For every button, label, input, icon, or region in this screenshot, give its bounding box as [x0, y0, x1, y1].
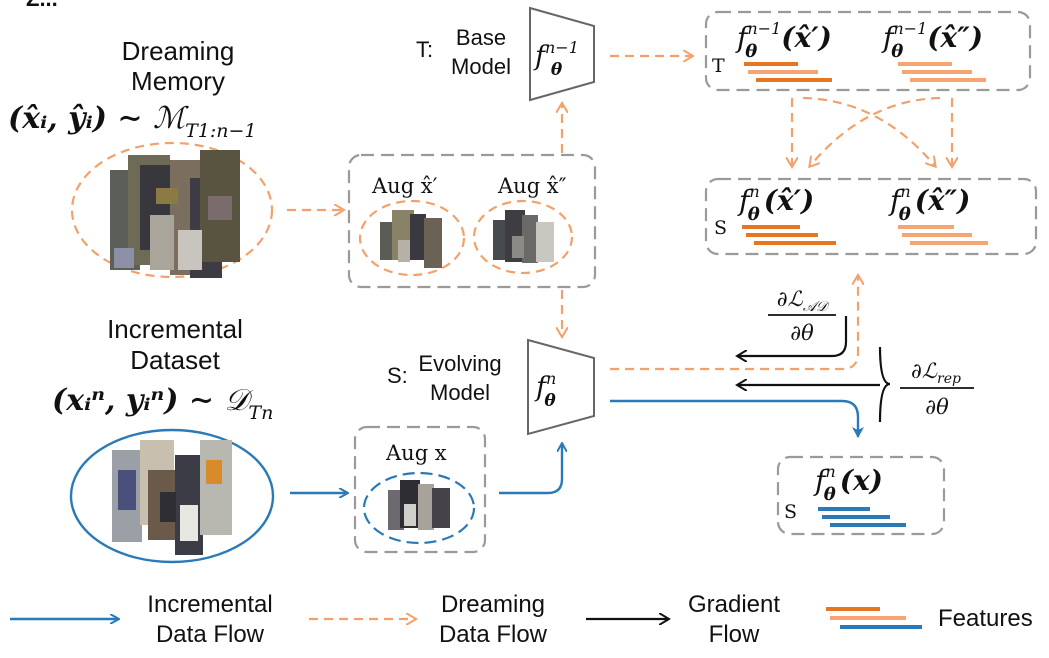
teacher-feature-bars-2 — [898, 62, 986, 82]
dm-formula-sub: T1:n−1 — [185, 120, 256, 142]
incremental-dataset-title-1: Incremental — [107, 314, 243, 344]
evolving-model-prefix: S: — [387, 363, 408, 388]
base-model-trapezoid — [529, 6, 595, 102]
student-incremental-tag: S — [784, 501, 797, 523]
aug-dream-images-2 — [493, 210, 554, 263]
aug-dream-ellipse-2 — [472, 199, 574, 275]
top-fragment-text: Z... — [26, 0, 58, 11]
gradient-ad-sub: 𝒜𝒟 — [803, 299, 830, 315]
student-expr-1-arg: (x̂′) — [764, 184, 815, 217]
legend-features-label: Features — [938, 605, 1033, 632]
gradient-ad-numerator: ∂ℒ𝒜𝒟 — [777, 287, 830, 315]
base-model-sub: θ — [551, 60, 563, 80]
evolving-to-student-incremental-arrow — [610, 399, 864, 438]
evolving-model-sup: n — [546, 369, 556, 388]
evolving-model-trapezoid — [527, 338, 595, 436]
aug-incremental-box — [353, 425, 487, 554]
gradient-ad-denominator: ∂θ — [790, 321, 814, 345]
student-dream-bars-2 — [898, 225, 988, 245]
aug-dream-label-1: Aug x̂′ — [371, 174, 438, 198]
base-model-prefix: T: — [416, 37, 433, 62]
incremental-dataset-group: Incremental Dataset (xᵢⁿ, yᵢⁿ) ∼ 𝒟Tn — [52, 314, 275, 564]
legend-feature-bars — [826, 607, 922, 629]
gradient-rep-sub: rep — [937, 371, 961, 387]
evolving-model-line2: Model — [430, 380, 490, 405]
student-sup-1: n — [749, 182, 759, 201]
dreaming-memory-ellipse — [70, 141, 274, 279]
incremental-dataset-formula: (xᵢⁿ, yᵢⁿ) ∼ 𝒟Tn — [52, 383, 273, 424]
dreamed-image-collage — [110, 150, 240, 278]
base-model-sup: n−1 — [545, 38, 579, 57]
aug-dream-box — [347, 153, 597, 289]
incremental-dataset-ellipse — [69, 428, 275, 564]
student-expr-2-arg: (x̂″) — [915, 184, 971, 217]
gradient-rep-group: ∂ℒrep ∂θ — [738, 346, 974, 423]
legend: Incremental Data Flow Dreaming Data Flow… — [10, 591, 1033, 648]
teacher-expr-2-arg: (x̂″) — [927, 21, 983, 54]
dreaming-memory-group: Dreaming Memory (x̂ᵢ, ŷᵢ) ∼ ℳT1:n−1 — [8, 36, 274, 279]
teacher-to-student-cross-1 — [802, 96, 935, 166]
aug-incremental-images — [388, 480, 450, 530]
legend-dreaming-line2: Data Flow — [439, 621, 548, 648]
teacher-expr-1-arg: (x̂′) — [781, 21, 832, 54]
student-incremental-sup: n — [825, 462, 835, 481]
teacher-features-box — [704, 10, 1032, 92]
evolving-model-line1: Evolving — [418, 351, 501, 376]
aug-incremental-label: Aug x — [385, 441, 447, 465]
aug-incremental-ellipse — [362, 471, 476, 545]
legend-gradient-line2: Flow — [709, 621, 760, 648]
evolving-model-sub: θ — [544, 391, 556, 411]
student-incremental-box — [776, 455, 946, 536]
dm-formula-M: ℳ — [153, 101, 189, 136]
legend-incremental-line2: Data Flow — [156, 621, 265, 648]
evolving-to-student-dream-arrow — [610, 276, 858, 371]
student-sup-2: n — [900, 182, 910, 201]
aug-dream-images-1 — [380, 210, 442, 268]
aug-incremental-to-evolving-arrow — [499, 444, 562, 495]
teacher-sup-2: n−1 — [893, 19, 927, 38]
dreaming-memory-formula: (x̂ᵢ, ŷᵢ) ∼ ℳT1:n−1 — [8, 101, 257, 142]
legend-gradient-line1: Gradient — [688, 591, 780, 618]
id-formula-sub: Tn — [248, 402, 273, 424]
student-dream-tag: S — [714, 217, 727, 239]
dreaming-memory-title-2: Memory — [131, 66, 225, 96]
teacher-to-student-cross-2 — [810, 96, 941, 166]
teacher-features-tag: T — [712, 55, 725, 77]
gradient-ad-group: ∂ℒ𝒜𝒟 ∂θ — [738, 287, 848, 356]
legend-incremental-line1: Incremental — [147, 591, 272, 618]
dm-formula-lhs: (x̂ᵢ, ŷᵢ) ∼ — [8, 101, 153, 136]
aug-dream-label-2: Aug x̂″ — [497, 174, 567, 198]
gradient-rep-denominator: ∂θ — [925, 395, 949, 419]
incremental-image-collage — [112, 440, 232, 555]
legend-dreaming-line1: Dreaming — [441, 591, 545, 618]
aug-dream-ellipse-1 — [358, 199, 466, 277]
student-incremental-bars — [818, 507, 906, 527]
gradient-rep-numerator: ∂ℒrep — [911, 359, 961, 387]
gradient-ad-arrow — [738, 316, 848, 356]
incremental-dataset-title-2: Dataset — [130, 345, 220, 375]
teacher-sup-1: n−1 — [747, 19, 781, 38]
teacher-feature-bars-1 — [744, 62, 832, 82]
student-dream-bars-1 — [742, 225, 836, 245]
base-model-line1: Base — [456, 25, 506, 50]
id-formula-lhs: (xᵢⁿ, yᵢⁿ) ∼ — [52, 383, 224, 418]
gradient-rep-brace — [878, 346, 891, 423]
base-model-line2: Model — [451, 54, 511, 79]
student-dream-features-box — [704, 177, 1038, 256]
dreaming-memory-title-1: Dreaming — [122, 36, 235, 66]
student-incremental-arg: (x) — [840, 464, 883, 497]
